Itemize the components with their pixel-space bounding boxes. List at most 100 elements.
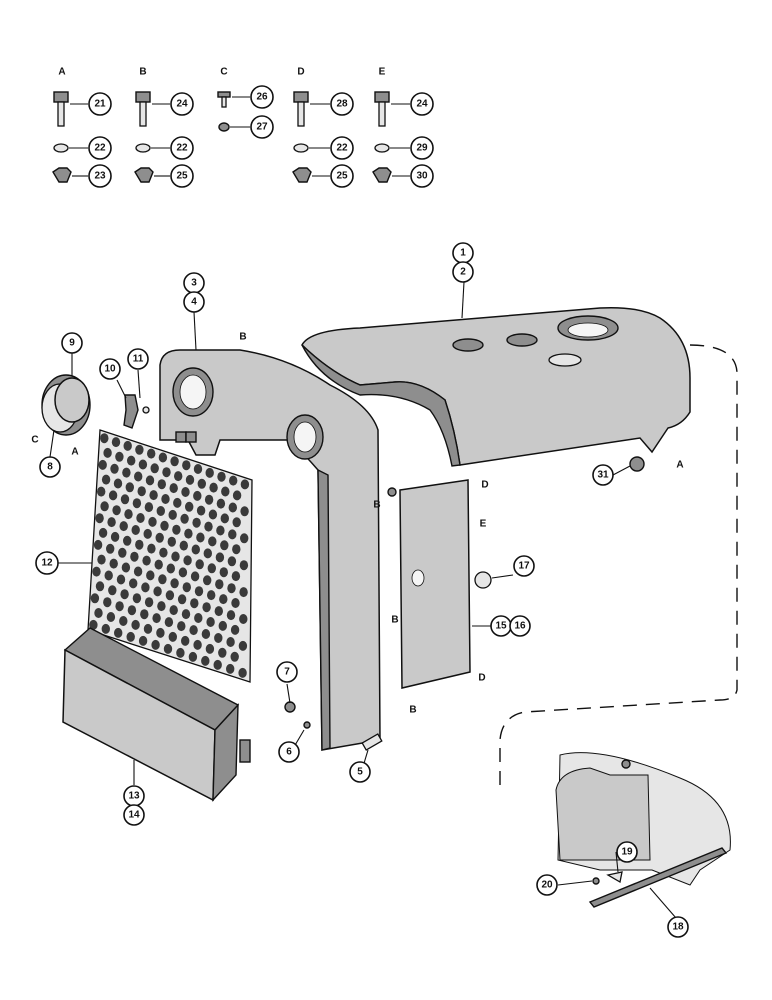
callout-22[interactable]: 22 [88,136,112,160]
grille-hole [238,640,248,651]
grille-hole [231,571,241,582]
bolt-icon [293,91,309,127]
callout-18[interactable]: 18 [667,916,689,938]
svg-text:27: 27 [256,122,268,133]
callout-9[interactable]: 9 [61,332,83,354]
callout-25b[interactable]: 25 [330,164,354,188]
grille-hole [131,619,140,630]
grille-hole [138,459,148,470]
part-callouts: 1 2 3 4 9 10 11 8 12 13 14 7 6 5 15 16 1… [35,242,689,938]
grille-hole [188,651,198,662]
grille-hole [114,627,123,638]
callout-24[interactable]: 24 [170,92,194,116]
callout-12[interactable]: 12 [35,551,59,575]
ref-letter: B [391,615,398,626]
svg-text:25: 25 [176,171,188,182]
group-b-letter: B [139,67,146,78]
grille-hole [164,617,174,628]
svg-text:25: 25 [336,171,348,182]
callout-15[interactable]: 15 [490,615,512,637]
grille-hole [180,513,189,524]
grille-hole [240,479,250,490]
grille-hole [147,543,156,554]
callout-28[interactable]: 28 [330,92,354,116]
callout-11[interactable]: 11 [127,348,149,370]
callout-31[interactable]: 31 [592,464,614,486]
bolt-icon [374,91,390,127]
callout-20[interactable]: 20 [536,874,558,896]
grille-hole [125,482,134,493]
callout-10[interactable]: 10 [99,358,121,380]
callout-1[interactable]: 1 [452,242,474,264]
callout-29[interactable]: 29 [410,136,434,160]
grille-hole [101,623,111,634]
callout-17[interactable]: 17 [513,555,535,577]
callout-30[interactable]: 30 [410,164,434,188]
grille-hole [158,452,168,463]
callout-6[interactable]: 6 [278,741,300,763]
ref-letter: C [31,435,38,446]
hardware-legend: A 21 22 23 B 24 22 25 C 26 27 [52,67,434,188]
callout-19[interactable]: 19 [616,841,638,863]
grille-hole [194,613,203,623]
grille-hole [232,544,241,555]
callout-25[interactable]: 25 [170,164,194,188]
callout-14[interactable]: 14 [123,804,145,826]
grille-hole [109,558,118,569]
callout-26[interactable]: 26 [250,85,274,109]
grille-hole [89,619,98,630]
front-weight [62,627,251,802]
grille-hole [120,494,130,505]
grille-hole [156,627,165,638]
ref-letter: B [409,705,416,716]
callout-27[interactable]: 27 [250,115,274,139]
grille-hole [169,483,178,494]
callout-2[interactable]: 2 [452,261,474,283]
grille-hole [115,451,124,462]
grille-hole [176,647,185,658]
grille-hole [217,471,226,482]
bolt-5 [361,733,383,751]
grille-hole [203,548,212,559]
grille-hole [93,539,103,550]
grille-hole [121,562,131,573]
callout-7[interactable]: 7 [276,661,298,683]
grille-screen [87,429,253,683]
grille-hole [232,517,241,528]
grille-hole [206,617,215,627]
ref-letter: B [239,332,246,343]
callout-4[interactable]: 4 [183,291,205,313]
svg-text:31: 31 [597,470,609,481]
grille-hole [195,559,204,570]
callout-22c[interactable]: 22 [330,136,354,160]
grille-hole [232,490,242,501]
callout-3[interactable]: 3 [183,272,205,294]
grille-hole [143,528,152,539]
grille-hole [207,590,216,601]
grille-hole [98,459,107,470]
callout-8[interactable]: 8 [39,456,61,478]
grille-hole [214,633,223,643]
callout-16[interactable]: 16 [509,615,531,637]
tractor-body [555,752,731,886]
bolt-icon [53,91,69,127]
callout-21[interactable]: 21 [88,92,112,116]
grille-hole [134,471,143,482]
grille-hole [97,486,106,497]
grille-hole [189,625,198,636]
callout-24b[interactable]: 24 [410,92,434,116]
grille-hole [205,467,214,478]
callout-22b[interactable]: 22 [170,136,194,160]
callout-23[interactable]: 23 [88,164,112,188]
grille-hole [202,602,211,613]
grille-hole [183,555,192,566]
grille-hole [119,616,128,626]
callout-5[interactable]: 5 [349,761,371,783]
grille-hole [216,498,226,509]
grille-hole [159,547,168,558]
grille-hole [209,482,218,493]
ref-letter: A [676,460,683,471]
callout-13[interactable]: 13 [123,785,145,807]
grille-hole [190,571,200,582]
